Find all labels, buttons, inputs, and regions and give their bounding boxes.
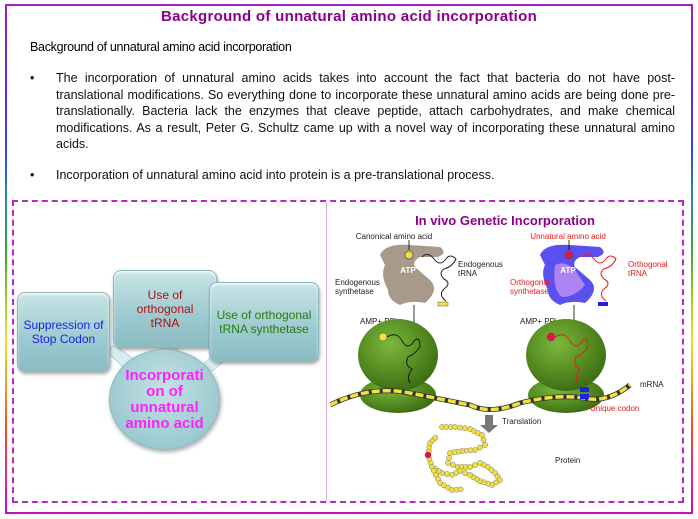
unnatural-amino-acid-dot — [564, 250, 574, 260]
protein-bead — [457, 424, 463, 431]
ribosome-right-trna — [554, 334, 589, 384]
orthogonal-synthetase-highlight — [554, 263, 585, 297]
unnatural-residue-bead — [424, 451, 432, 459]
slide-title: Background of unnatural amino acid incor… — [160, 8, 538, 25]
protein-bead — [479, 432, 485, 438]
mrna-strand-fill — [330, 383, 632, 412]
label-amp-ppi-left: AMP+ PPi — [360, 317, 397, 326]
endogenous-trna-strand — [421, 253, 457, 302]
protein-bead — [472, 462, 478, 468]
label-mrna: mRNA — [640, 380, 664, 389]
ribosome-right-amino-acid — [546, 332, 556, 342]
protein-bead — [445, 460, 451, 466]
unique-codon-block — [580, 387, 589, 392]
box-label: Use of orthogonal tRNA synthetase — [216, 308, 312, 336]
bullet-item: • Incorporation of unnatural amino acid … — [30, 167, 675, 184]
ribosome-right-large-subunit — [526, 319, 606, 391]
center-circle: Incorporati on of unnatural amino acid — [109, 349, 220, 450]
protein-bead — [462, 425, 468, 432]
protein-bead — [450, 462, 456, 468]
box-orthogonal-trna: Use of orthogonal tRNA — [113, 270, 217, 348]
bullet-text: Incorporation of unnatural amino acid in… — [56, 167, 495, 182]
label-endogenous-synthetase-1: Endogenous — [335, 278, 380, 287]
protein-bead — [444, 471, 450, 477]
label-atp-right: ATP — [560, 266, 576, 275]
ribosome-left-trna — [386, 334, 421, 384]
slide-subtitle: Background of unnatural amino acid incor… — [30, 40, 292, 54]
panel-divider — [326, 202, 327, 501]
protein-bead — [432, 434, 439, 441]
center-label: Incorporati on of unnatural amino acid — [125, 366, 204, 432]
label-amp-ppi-right: AMP+ PPi — [520, 317, 557, 326]
endogenous-anticodon — [437, 301, 449, 307]
protein-bead — [446, 455, 452, 461]
label-endogenous-synthetase-2: synthetase — [335, 287, 374, 296]
box-suppression-stop-codon: Suppression of Stop Codon — [17, 292, 110, 372]
protein-chain — [424, 424, 503, 493]
label-orthogonal-synthetase-1: Orthogonal — [510, 278, 550, 287]
label-orthogonal-trna-2: tRNA — [628, 269, 648, 278]
protein-bead — [497, 477, 503, 483]
ribosome-left-large-subunit — [358, 319, 438, 391]
protein-bead — [457, 486, 464, 493]
endogenous-synthetase-shape — [380, 244, 444, 305]
box-label: Suppression of Stop Codon — [23, 318, 104, 346]
protein-bead — [477, 444, 483, 451]
orthogonal-trna-strand — [581, 253, 617, 302]
label-orthogonal-synthetase-2: synthetase — [510, 287, 549, 296]
diagram-container — [12, 200, 684, 503]
label-translation: Translation — [502, 417, 541, 426]
label-endogenous-trna-1: Endogenous — [458, 260, 503, 269]
protein-bead — [480, 437, 487, 443]
label-unnatural-amino-acid: Unnatural amino acid — [530, 232, 606, 241]
unique-codon-block — [580, 394, 589, 399]
orthogonal-anticodon — [598, 302, 608, 306]
translation-arrow-icon — [480, 415, 498, 433]
protein-bead — [452, 424, 458, 430]
label-orthogonal-trna-1: Orthogonal — [628, 260, 668, 269]
figure-title: In vivo Genetic Incorporation — [415, 213, 595, 228]
bullet-marker: • — [30, 167, 35, 182]
label-unique-codon: Unique codon — [590, 404, 639, 413]
box-orthogonal-trna-synthetase: Use of orthogonal tRNA synthetase — [209, 282, 319, 362]
protein-bead — [467, 472, 473, 478]
box-label: Use of orthogonal tRNA — [136, 288, 194, 330]
label-endogenous-trna-2: tRNA — [458, 269, 478, 278]
protein-bead — [449, 472, 455, 478]
label-canonical-amino-acid: Canonical amino acid — [356, 232, 433, 241]
ribosome-left-amino-acid — [378, 332, 388, 342]
protein-bead — [467, 464, 473, 470]
protein-bead — [447, 450, 453, 456]
label-protein: Protein — [555, 456, 580, 465]
genetic-incorporation-figure: In vivo Genetic Incorporation Canonical … — [330, 213, 668, 493]
bullet-marker: • — [30, 71, 35, 85]
bullet-item: • The incorporation of unnatural amino a… — [30, 70, 675, 153]
protein-bead — [493, 479, 499, 486]
protein-bead — [482, 442, 488, 448]
protein-bead — [462, 470, 468, 476]
canonical-amino-acid-dot — [404, 250, 414, 260]
label-atp-left: ATP — [400, 266, 416, 275]
bullet-text: The incorporation of unnatural amino aci… — [56, 71, 675, 151]
bullet-list: • The incorporation of unnatural amino a… — [30, 70, 675, 197]
